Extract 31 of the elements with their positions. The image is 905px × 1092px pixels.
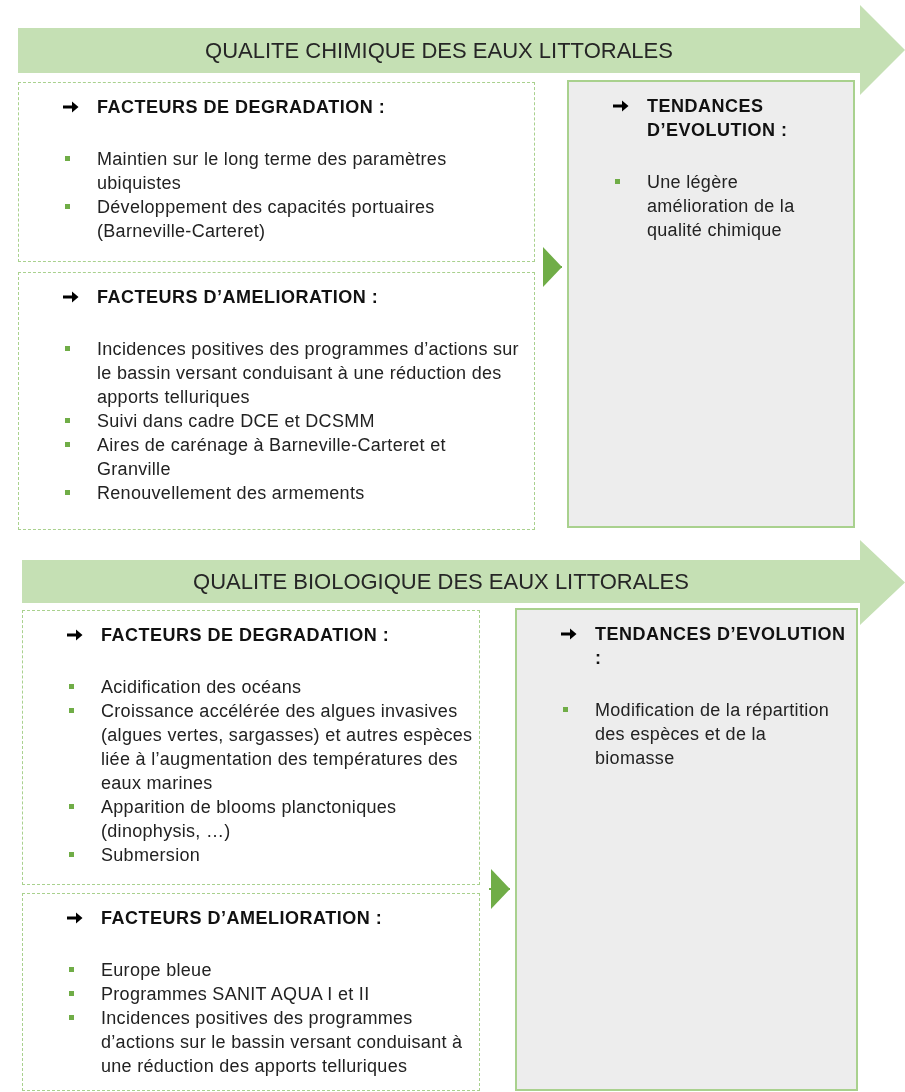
factor-box — [22, 610, 480, 885]
bullet-text: Programmes SANIT AQUA I et II — [101, 983, 370, 1006]
factor-box — [22, 893, 480, 1091]
bullet-text: Suivi dans cadre DCE et DCSMM — [97, 410, 375, 433]
bullet-text: Maintien sur le long terme des paramètres ubiquistes — [97, 148, 448, 195]
section-heading: TENDANCES D’EVOLUTION : — [647, 95, 789, 142]
section-heading: FACTEURS DE DEGRADATION : — [101, 624, 390, 647]
section-heading: FACTEURS DE DEGRADATION : — [97, 96, 386, 119]
factor-box — [18, 272, 535, 530]
band-title: QUALITE CHIMIQUE DES EAUX LITTORALES — [205, 37, 673, 65]
bullet-text: Aires de carénage à Barneville-Carteret et Granville — [97, 434, 447, 481]
trend-box — [567, 80, 855, 528]
arrow — [543, 247, 563, 287]
bullet-text: Europe bleue — [101, 959, 212, 982]
bullet-text: Renouvellement des armements — [97, 482, 365, 505]
bullet-text: Développement des capacités portuaires (Barneville-Carteret) — [97, 196, 436, 243]
bullet-text: Acidification des océans — [101, 676, 302, 699]
band-title: QUALITE BIOLOGIQUE DES EAUX LITTORALES — [193, 568, 689, 596]
bullet-text: Incidences positives des programmes d’actions sur le bassin versant conduisant à une réduction des apports telluriques — [101, 1007, 464, 1078]
bullet-text: Modification de la répartition des espèces et de la biomasse — [595, 699, 831, 770]
bullet-text: Submersion — [101, 844, 201, 867]
bullet-text: Incidences positives des programmes d’actions sur le bassin versant conduisant à une réduction des apports telluriques — [97, 338, 520, 409]
trend-box — [515, 608, 858, 1091]
section-heading: TENDANCES D’EVOLUTION : — [595, 623, 847, 670]
factor-box — [18, 82, 535, 262]
bullet-text: Une légère amélioration de la qualité chimique — [647, 171, 796, 242]
section-heading: FACTEURS D’AMELIORATION : — [101, 907, 383, 930]
section-heading: FACTEURS D’AMELIORATION : — [97, 286, 379, 309]
bullet-text: Apparition de blooms planctoniques (dinophysis, …) — [101, 796, 398, 843]
arrow — [488, 869, 511, 909]
bullet-text: Croissance accélérée des algues invasives (algues vertes, sargasses) et autres espèces liée à l’augmentation des températures des eaux marines — [101, 700, 474, 795]
